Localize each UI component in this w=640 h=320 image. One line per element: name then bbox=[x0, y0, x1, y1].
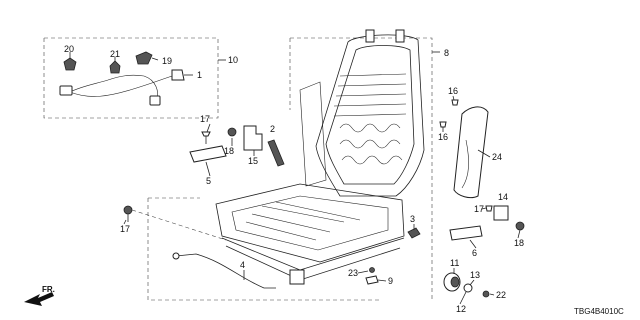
callout-23: 23 bbox=[348, 268, 358, 278]
strap-2-part bbox=[267, 139, 285, 167]
kit-bracket bbox=[43, 37, 219, 119]
knob-11-part bbox=[443, 272, 461, 292]
switch-9-part bbox=[365, 275, 379, 285]
seat-cushion-frame bbox=[215, 183, 405, 285]
callout-6: 6 bbox=[472, 248, 477, 258]
frame-bracket bbox=[290, 37, 433, 300]
cover-5-part bbox=[189, 145, 227, 163]
bracket-15-part bbox=[243, 125, 263, 151]
callout-9: 9 bbox=[388, 276, 393, 286]
callout-1: 1 bbox=[197, 70, 202, 80]
nut-22-part bbox=[482, 290, 490, 298]
callout-13: 13 bbox=[470, 270, 480, 280]
cover-24-part bbox=[453, 106, 489, 199]
callout-8: 8 bbox=[444, 48, 449, 58]
callout-22: 22 bbox=[496, 290, 506, 300]
screw-17b-part bbox=[485, 205, 493, 212]
clip-21-part bbox=[109, 57, 121, 74]
callout-19: 19 bbox=[162, 56, 172, 66]
callout-12: 12 bbox=[456, 304, 466, 314]
harness-1-part bbox=[59, 69, 193, 106]
cover-6-part bbox=[449, 225, 483, 241]
front-arrow-icon bbox=[24, 292, 54, 306]
callout-15: 15 bbox=[248, 156, 258, 166]
cable-4-part bbox=[175, 253, 276, 289]
screw-16a-part bbox=[451, 99, 459, 106]
screw-17c-part bbox=[123, 205, 227, 241]
leader-lines bbox=[123, 95, 521, 305]
callout-16-upper: 16 bbox=[448, 86, 458, 96]
diagram-code: TBG4B4010C bbox=[574, 307, 624, 316]
callout-16-lower: 16 bbox=[438, 132, 448, 142]
cable-4-end bbox=[172, 252, 180, 260]
screw-16b-part bbox=[439, 121, 447, 128]
harness-kit-group bbox=[43, 37, 226, 119]
bracket-14-part bbox=[493, 205, 509, 221]
screw-17a-part bbox=[201, 131, 211, 144]
callout-18-left: 18 bbox=[224, 146, 234, 156]
callout-17-right: 17 bbox=[474, 204, 484, 214]
callout-10: 10 bbox=[228, 55, 238, 65]
callout-11: 11 bbox=[450, 258, 459, 268]
clip-18b-part bbox=[515, 221, 525, 231]
callout-17-upper: 17 bbox=[200, 114, 210, 124]
clip-19-part bbox=[135, 51, 159, 65]
callout-14: 14 bbox=[498, 192, 508, 202]
base-bracket bbox=[147, 198, 380, 301]
callout-21: 21 bbox=[110, 49, 120, 59]
front-direction-label: FR. bbox=[42, 285, 55, 294]
seat-back-frame bbox=[299, 29, 425, 197]
callout-18-right: 18 bbox=[514, 238, 524, 248]
callout-4: 4 bbox=[240, 260, 245, 270]
clip-3-part bbox=[407, 227, 421, 239]
callout-3: 3 bbox=[410, 214, 415, 224]
callout-20: 20 bbox=[64, 44, 74, 54]
callout-5: 5 bbox=[206, 176, 211, 186]
clip-20-part bbox=[63, 52, 77, 71]
bolt-23-part bbox=[369, 267, 375, 273]
clip-18a-part bbox=[227, 127, 237, 137]
ring-13-part bbox=[463, 283, 473, 293]
callout-24: 24 bbox=[492, 152, 502, 162]
callout-17-left: 17 bbox=[120, 224, 130, 234]
callout-2: 2 bbox=[270, 124, 275, 134]
